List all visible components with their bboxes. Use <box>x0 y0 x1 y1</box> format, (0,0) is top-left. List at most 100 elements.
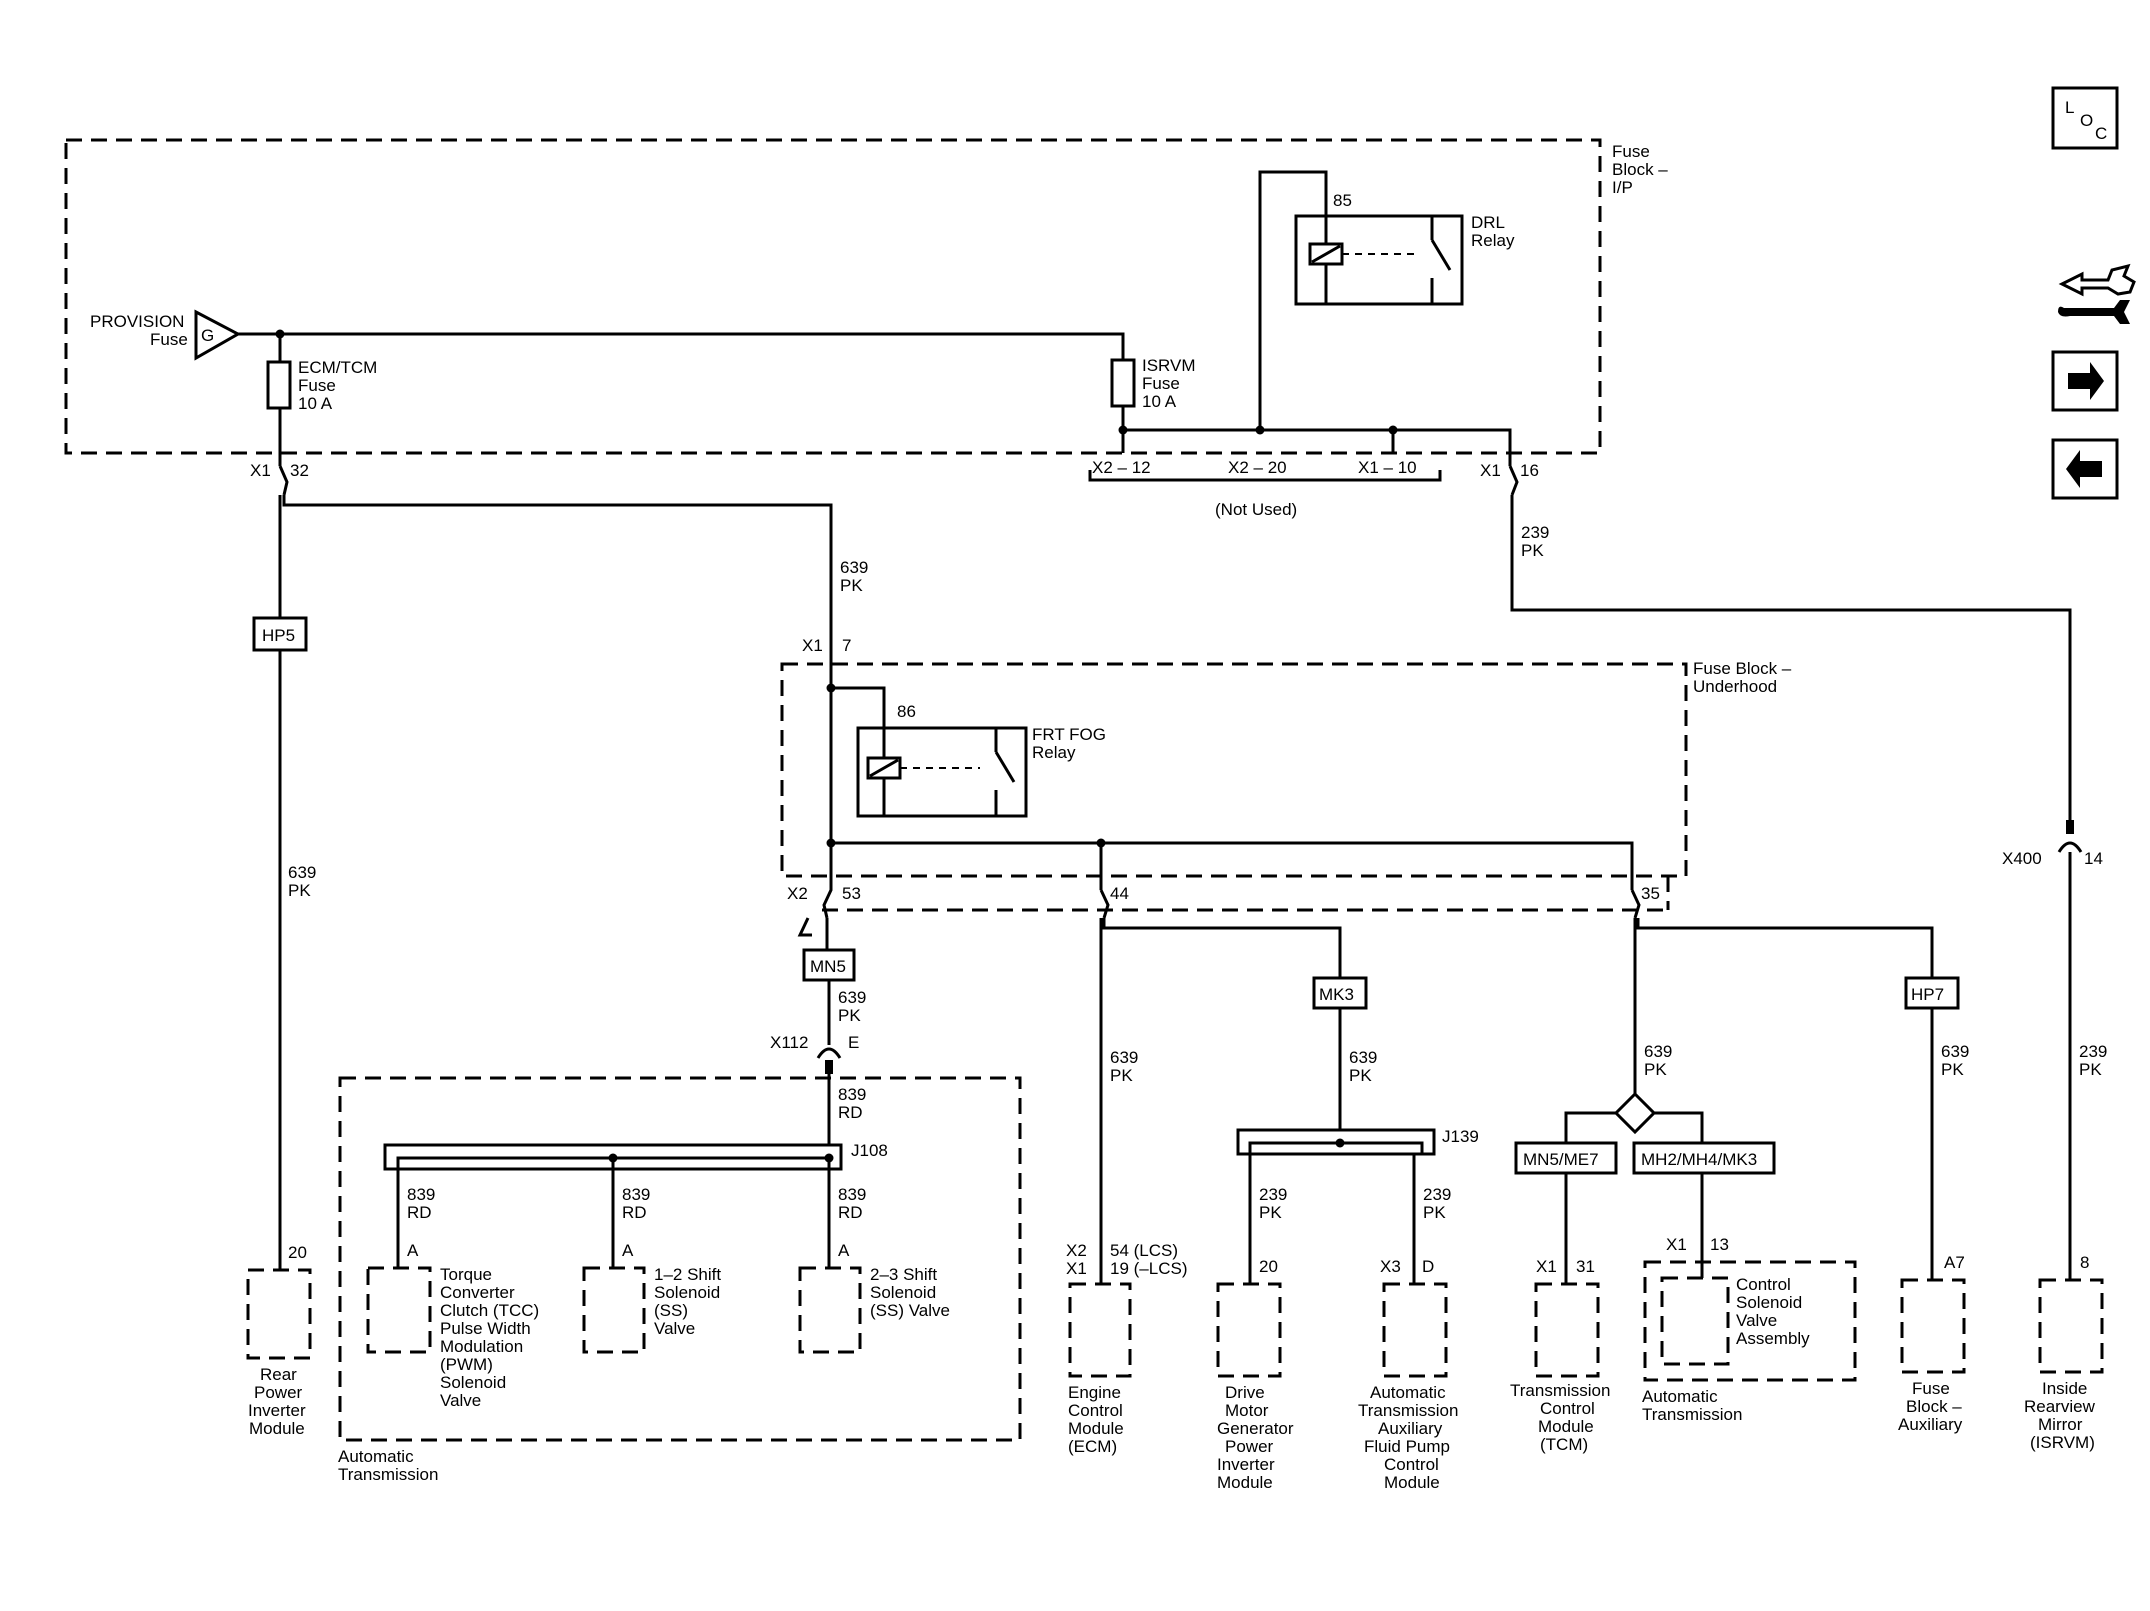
connector-x1-16-label: X1 <box>1480 461 1501 480</box>
inside-rearview-mirror <box>2038 1278 2104 1374</box>
svg-text:X1: X1 <box>1066 1259 1087 1278</box>
wire-239-pk <box>1510 495 2072 820</box>
svg-text:Motor: Motor <box>1225 1401 1269 1420</box>
svg-text:Valve: Valve <box>440 1391 481 1410</box>
svg-text:(PWM): (PWM) <box>440 1355 493 1374</box>
svg-text:Fuse Block –: Fuse Block – <box>1693 659 1792 678</box>
svg-text:Fluid Pump: Fluid Pump <box>1364 1437 1450 1456</box>
svg-text:Underhood: Underhood <box>1693 677 1777 696</box>
isrvm-pin-8: 8 <box>2080 1253 2089 1272</box>
ss23-pin-a: A <box>838 1241 850 1260</box>
svg-text:PK: PK <box>1941 1060 1964 1079</box>
svg-text:839: 839 <box>407 1185 435 1204</box>
svg-text:Control: Control <box>1736 1275 1791 1294</box>
svg-text:(TCM): (TCM) <box>1540 1435 1588 1454</box>
svg-text:PK: PK <box>1423 1203 1446 1222</box>
svg-text:Power: Power <box>1225 1437 1274 1456</box>
svg-text:Module: Module <box>1068 1419 1124 1438</box>
ecm-connector-labels: X2 X1 54 (LCS) 19 (–LCS) <box>1066 1241 1187 1278</box>
frt-fog-feed <box>831 686 886 728</box>
connector-break <box>1630 889 1641 919</box>
loc-button[interactable]: L O C <box>2051 86 2119 150</box>
component-wrench-icon[interactable] <box>2058 263 2136 324</box>
svg-text:Assembly: Assembly <box>1736 1329 1810 1348</box>
svg-text:Block –: Block – <box>1906 1397 1962 1416</box>
svg-text:639: 639 <box>1644 1042 1672 1061</box>
x400-pin-14: 14 <box>2084 849 2103 868</box>
splice-dot <box>1335 1138 1345 1148</box>
svg-text:Clutch (TCC): Clutch (TCC) <box>440 1301 539 1320</box>
drl-pin-85: 85 <box>1333 191 1352 210</box>
svg-text:239: 239 <box>2079 1042 2107 1061</box>
svg-text:239: 239 <box>1423 1185 1451 1204</box>
fuse-block-ip-outline <box>64 138 1602 455</box>
svg-text:X2: X2 <box>1066 1241 1087 1260</box>
fuse-block-underhood-outline <box>780 662 1688 878</box>
ss12-wire-label: 839 RD <box>622 1185 650 1222</box>
atafp-x3-label: X3 <box>1380 1257 1401 1276</box>
connector-break <box>1099 889 1110 919</box>
ecm-tcm-fuse <box>266 360 292 410</box>
svg-text:Fuse: Fuse <box>1142 374 1180 393</box>
svg-text:Module: Module <box>1217 1473 1273 1492</box>
wire-239-top-label: 239 PK <box>1521 523 1549 560</box>
svg-text:2–3 Shift: 2–3 Shift <box>870 1265 937 1284</box>
frt-fog-pin-86: 86 <box>897 702 916 721</box>
pin-53-label: 53 <box>842 884 861 903</box>
svg-text:Modulation: Modulation <box>440 1337 523 1356</box>
x2-12-label: X2 – 12 <box>1092 458 1151 477</box>
tcm-label: Transmission Control Module (TCM) <box>1510 1381 1610 1454</box>
svg-text:Solenoid: Solenoid <box>440 1373 506 1392</box>
connector-break <box>822 876 833 919</box>
svg-text:Inside: Inside <box>2042 1379 2087 1398</box>
tcc-label: Torque Converter Clutch (TCC) Pulse Widt… <box>440 1265 539 1410</box>
svg-text:10 A: 10 A <box>1142 392 1177 411</box>
drl-relay-label: DRL Relay <box>1471 213 1515 250</box>
underhood-pin-7: 7 <box>842 636 851 655</box>
automatic-transmission-left-label: Automatic Transmission <box>338 1447 438 1484</box>
svg-text:RD: RD <box>838 1103 863 1122</box>
svg-text:Solenoid: Solenoid <box>654 1283 720 1302</box>
svg-text:639: 639 <box>288 863 316 882</box>
svg-text:839: 839 <box>622 1185 650 1204</box>
drl-relay <box>1294 214 1464 306</box>
svg-text:Rear: Rear <box>260 1365 297 1384</box>
pin-32-label: 32 <box>290 461 309 480</box>
ecm-label: Engine Control Module (ECM) <box>1068 1383 1124 1456</box>
svg-text:639: 639 <box>838 988 866 1007</box>
isrvm-label: Inside Rearview Mirror (ISRVM) <box>2024 1379 2096 1452</box>
not-used-label: (Not Used) <box>1215 500 1297 519</box>
svg-text:Transmission: Transmission <box>1510 1381 1610 1400</box>
fuse-aux-label: Fuse Block – Auxiliary <box>1898 1379 1963 1434</box>
svg-text:PK: PK <box>840 576 863 595</box>
underhood-x1-label: X1 <box>802 636 823 655</box>
svg-text:Rearview: Rearview <box>2024 1397 2096 1416</box>
provision-fuse-symbol: G <box>194 309 242 361</box>
svg-text:RD: RD <box>407 1203 432 1222</box>
svg-text:(ISRVM): (ISRVM) <box>2030 1433 2095 1452</box>
svg-text:Power: Power <box>254 1383 303 1402</box>
svg-text:RD: RD <box>838 1203 863 1222</box>
svg-text:Mirror: Mirror <box>2038 1415 2083 1434</box>
ss23-solenoid-component <box>798 1266 862 1354</box>
fuse-block-underhood-label: Fuse Block – Underhood <box>1693 659 1792 696</box>
mk3-option-box <box>1312 976 1368 1010</box>
wire-639-hp7-label: 639 PK <box>1941 1042 1969 1079</box>
ss23-wire-label: 839 RD <box>838 1185 866 1222</box>
provision-sub-label: Fuse <box>150 330 188 349</box>
svg-text:19 (–LCS): 19 (–LCS) <box>1110 1259 1187 1278</box>
wire-839-main-label: 839 RD <box>838 1085 866 1122</box>
wire-639-mk3-label: 639 PK <box>1349 1048 1377 1085</box>
forward-arrow-button[interactable] <box>2051 350 2119 412</box>
svg-text:PK: PK <box>1349 1066 1372 1085</box>
back-arrow-button[interactable] <box>2051 438 2119 500</box>
dmg-label: Drive Motor Generator Power Inverter Mod… <box>1217 1383 1294 1492</box>
csva-pin-13: 13 <box>1710 1235 1729 1254</box>
svg-text:Automatic: Automatic <box>338 1447 414 1466</box>
svg-text:839: 839 <box>838 1085 866 1104</box>
x1-10-label: X1 – 10 <box>1358 458 1417 477</box>
tcc-pin-a: A <box>407 1241 419 1260</box>
ss23-label: 2–3 Shift Solenoid (SS) Valve <box>870 1265 950 1320</box>
loc-o: O <box>2080 111 2093 130</box>
svg-text:239: 239 <box>1521 523 1549 542</box>
